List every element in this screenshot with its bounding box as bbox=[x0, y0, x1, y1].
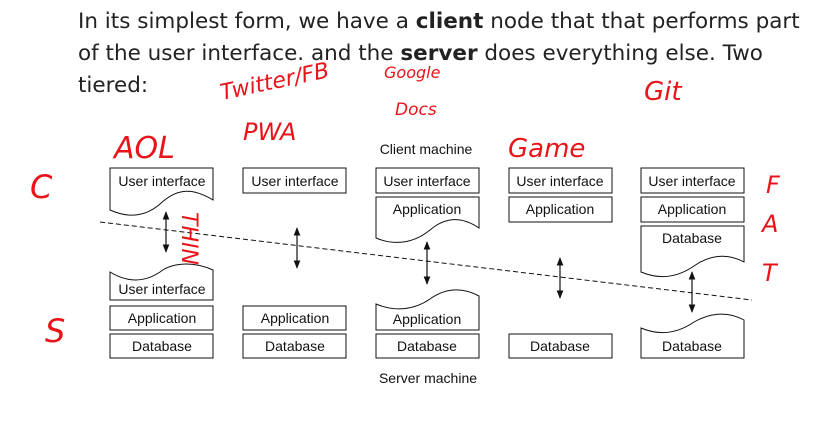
annotation-t: T bbox=[762, 259, 779, 287]
col4-db-label: Database bbox=[530, 338, 590, 354]
annotation-s: S bbox=[45, 312, 65, 350]
col3-db-label: Database bbox=[397, 338, 457, 354]
column-1: User interface User interface Applicatio… bbox=[109, 167, 214, 359]
col5-client-app-label: Application bbox=[658, 201, 727, 217]
column-2: User interface Application Database bbox=[242, 167, 347, 359]
client-keyword: client bbox=[415, 9, 484, 34]
col1-db-label: Database bbox=[132, 338, 192, 354]
client-server-boundary bbox=[99, 221, 753, 301]
col4-client-ui-label: User interface bbox=[516, 173, 603, 189]
col3-client-ui-label: User interface bbox=[383, 173, 470, 189]
col5-server-db-label: Database bbox=[662, 338, 722, 354]
col3-client-app-box bbox=[375, 196, 480, 243]
annotation-docs: Docs bbox=[395, 100, 437, 120]
column-5: User interface Application Database Data… bbox=[640, 167, 745, 359]
col1-db-box bbox=[109, 333, 214, 359]
server-machine-caption: Server machine bbox=[379, 370, 477, 386]
col1-client-ui-box bbox=[109, 167, 214, 216]
client-machine-caption: Client machine bbox=[380, 141, 473, 157]
column-3: User interface Application Application D… bbox=[375, 167, 480, 359]
slide-paragraph: In its simplest form, we have a client n… bbox=[78, 6, 818, 102]
col1-server-ui-box bbox=[109, 263, 214, 301]
annotation-c: C bbox=[30, 168, 53, 206]
annotation-google: Google bbox=[384, 63, 441, 82]
col4-client-app-label: Application bbox=[526, 201, 595, 217]
col1-server-ui-label: User interface bbox=[118, 281, 205, 297]
col3-client-app-label: Application bbox=[393, 201, 462, 217]
col3-db-box bbox=[375, 333, 480, 359]
col5-client-db-box bbox=[640, 225, 745, 278]
col3-server-app-label: Application bbox=[393, 311, 462, 327]
col2-db-label: Database bbox=[265, 338, 325, 354]
col5-client-db-label: Database bbox=[662, 230, 722, 246]
col2-client-ui-box bbox=[242, 167, 347, 194]
col2-app-box bbox=[242, 305, 347, 331]
col1-client-ui-label: User interface bbox=[118, 173, 205, 189]
col4-client-app-box bbox=[508, 196, 613, 223]
col1-app-box bbox=[109, 305, 214, 331]
annotation-pwa: PWA bbox=[243, 118, 296, 146]
col4-db-box bbox=[508, 333, 613, 359]
col2-app-label: Application bbox=[261, 310, 330, 326]
annotation-twitter-fb: Twitter/FB bbox=[218, 58, 332, 105]
end-text: does everything else. Two tiered: bbox=[78, 41, 763, 98]
col5-server-db-box bbox=[640, 313, 745, 359]
column-4: User interface Application Database bbox=[508, 167, 613, 359]
col3-server-app-box bbox=[375, 289, 480, 331]
col3-client-ui-box bbox=[375, 167, 480, 194]
col2-client-ui-label: User interface bbox=[251, 173, 338, 189]
col5-client-ui-box bbox=[640, 167, 745, 194]
annotation-game: Game bbox=[508, 134, 585, 164]
col2-db-box bbox=[242, 333, 347, 359]
server-keyword: server bbox=[400, 41, 478, 66]
annotation-thin: THIN bbox=[176, 212, 201, 265]
col4-client-ui-box bbox=[508, 167, 613, 194]
annotation-git: Git bbox=[644, 77, 682, 107]
col1-app-label: Application bbox=[128, 310, 197, 326]
annotation-a: A bbox=[760, 210, 778, 238]
col5-client-app-box bbox=[640, 196, 745, 223]
col5-client-ui-label: User interface bbox=[648, 173, 735, 189]
intro-text: In its simplest form, we have a bbox=[78, 9, 416, 34]
middle-text: node that that performs part of the user… bbox=[78, 9, 800, 66]
annotation-f: F bbox=[766, 171, 781, 199]
annotation-aol: AOL bbox=[112, 131, 175, 166]
